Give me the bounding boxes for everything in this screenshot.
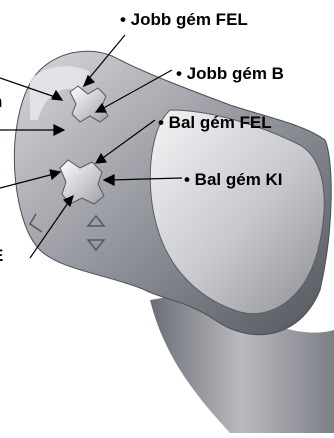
label-bal-gem-ki: • Bal gém KI — [184, 170, 283, 190]
label-left-upper: n — [0, 92, 2, 112]
label-left-lower: E — [0, 246, 3, 266]
label-jobb-gem-be: • Jobb gém B — [176, 64, 284, 84]
label-jobb-gem-fel: • Jobb gém FEL — [120, 10, 248, 30]
label-bal-gem-fel: • Bal gém FEL — [158, 113, 272, 133]
